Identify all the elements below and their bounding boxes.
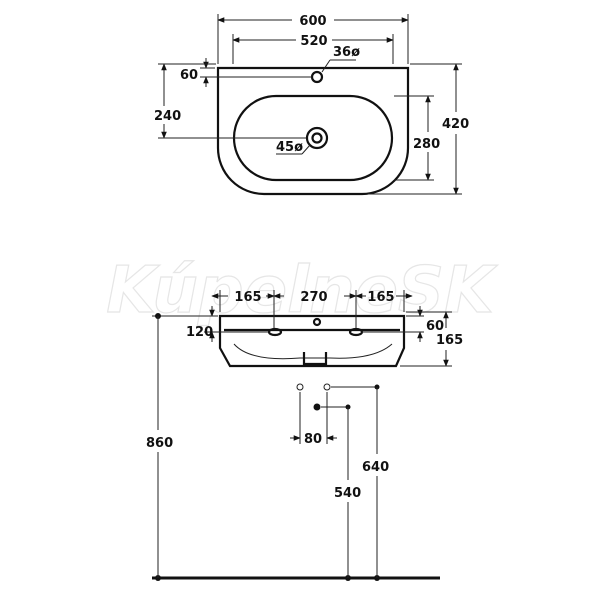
dim-basin-height: 165 xyxy=(436,333,463,348)
dim-drain-hole: 45ø xyxy=(276,140,303,155)
dim-overall-width: 600 xyxy=(299,14,326,29)
fixing-hole-left xyxy=(267,327,283,337)
dim-rim-height: 60 xyxy=(426,319,444,334)
dim-middle-spacing: 270 xyxy=(300,290,327,305)
supply-pipe-left xyxy=(296,383,304,391)
basin-outline-front xyxy=(218,314,406,368)
bowl-inner-profile xyxy=(233,343,393,360)
dim-total-height: 860 xyxy=(146,436,173,451)
leader-line xyxy=(321,59,331,73)
basin-outline-top xyxy=(216,66,410,196)
supply-pipe-right xyxy=(323,383,331,391)
dim-waste-outlet-height: 540 xyxy=(334,486,361,501)
dim-bowl-depth: 280 xyxy=(413,137,440,152)
waste-outlet xyxy=(302,352,328,366)
waste-pipe-point xyxy=(313,403,321,411)
drain-outer-circle xyxy=(305,126,329,150)
dim-overall-depth: 420 xyxy=(442,117,469,132)
top-view: 600 520 36ø 60 240 45ø 280 xyxy=(154,14,469,196)
dim-left-spacing: 165 xyxy=(234,290,261,305)
fixing-hole-right xyxy=(348,327,364,337)
front-view: 165 270 165 120 60 165 80 xyxy=(146,290,463,581)
leader-line xyxy=(301,144,311,155)
dim-wall-to-drain: 240 xyxy=(154,109,181,124)
dim-waste-spacing: 80 xyxy=(304,432,322,447)
dim-inner-width: 520 xyxy=(300,34,327,49)
dim-fixing-height: 120 xyxy=(186,325,213,340)
dim-rim-to-tap: 60 xyxy=(180,68,198,83)
dim-tap-hole: 36ø xyxy=(333,45,360,60)
drain-inner-circle xyxy=(311,132,323,144)
tap-hole-circle xyxy=(310,70,324,84)
dim-supply-height: 640 xyxy=(362,460,389,475)
dim-right-spacing: 165 xyxy=(367,290,394,305)
overflow-hole xyxy=(312,317,322,327)
